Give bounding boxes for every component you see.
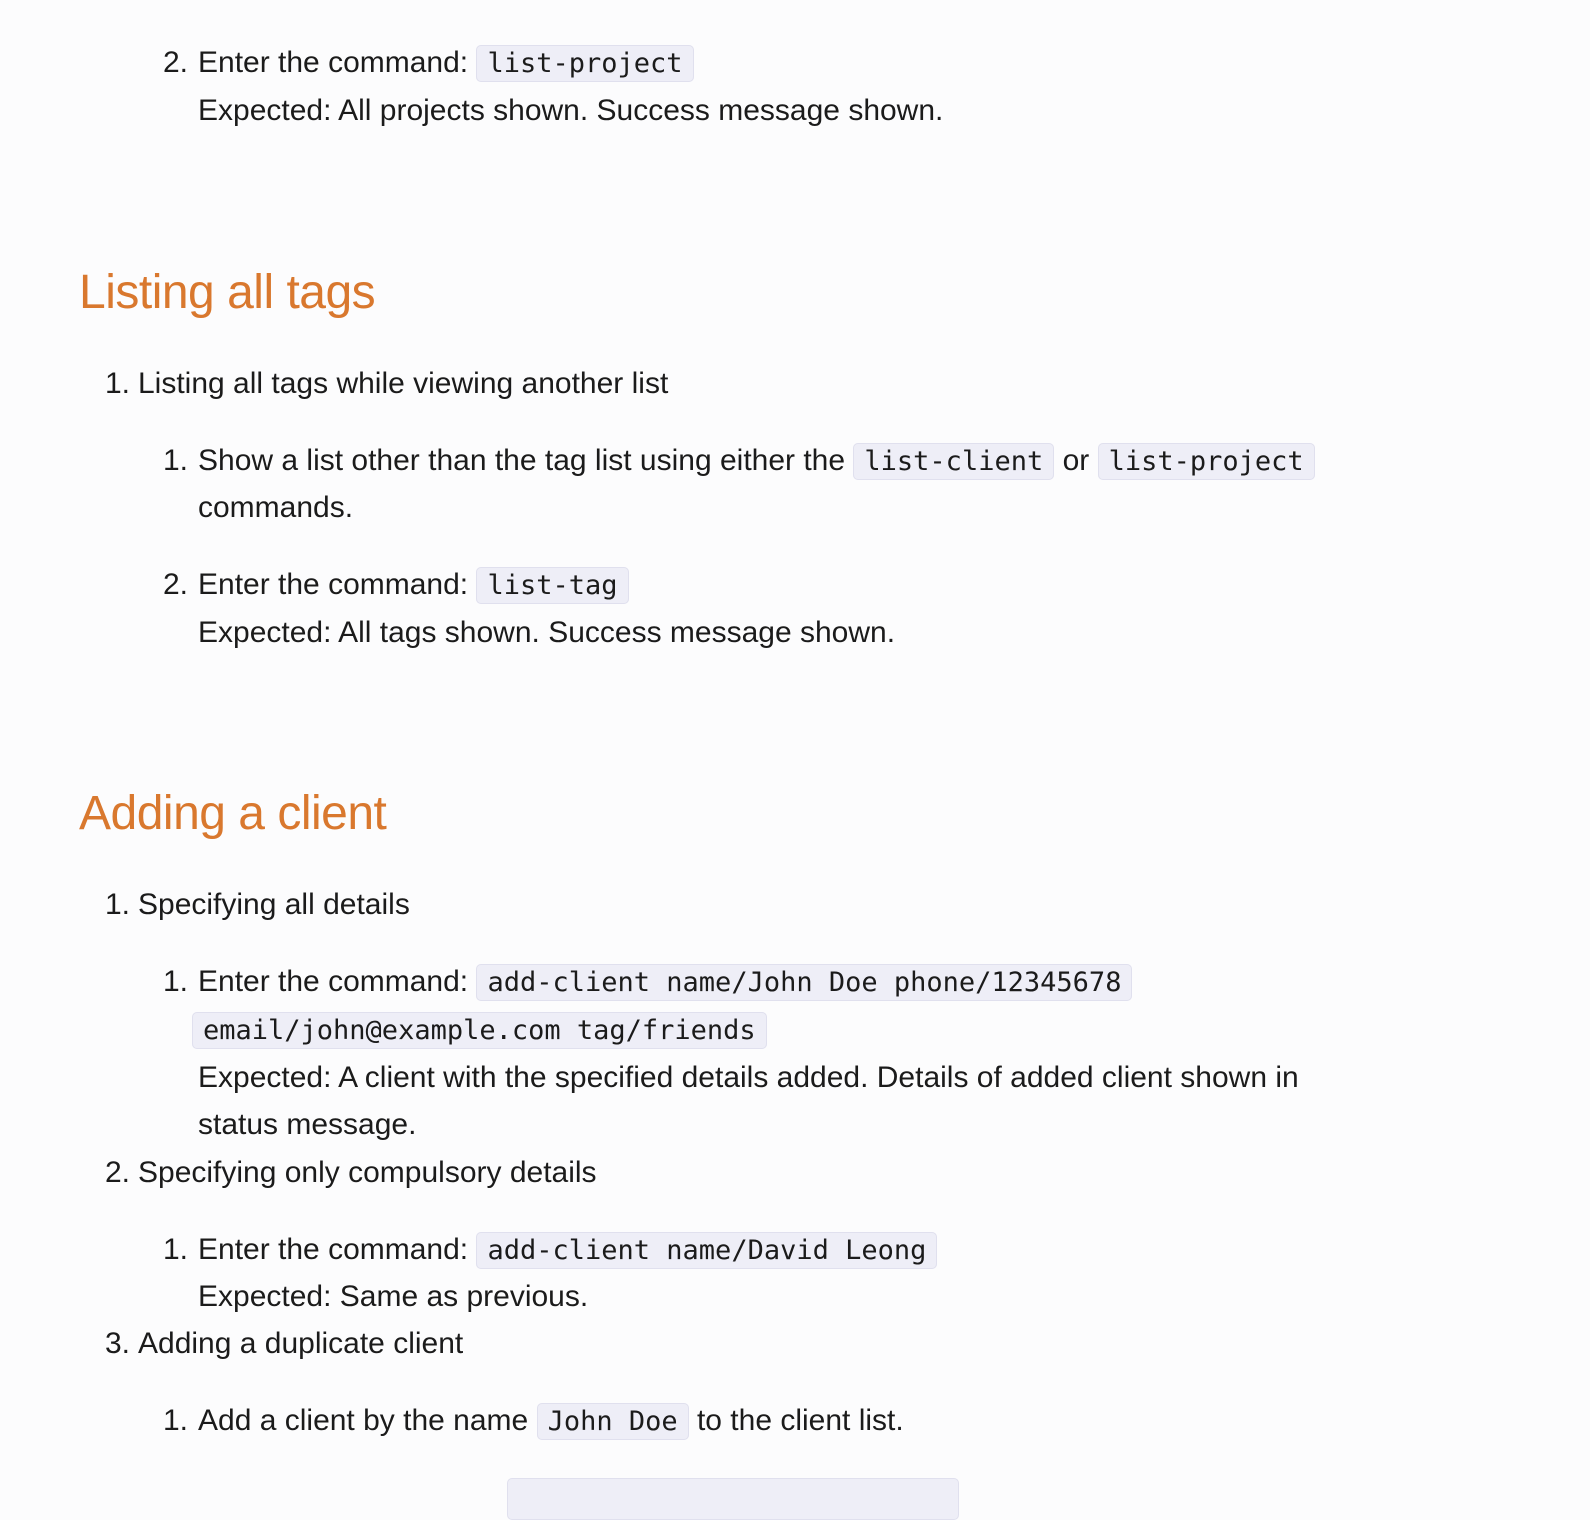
step-number: 1. <box>162 1404 188 1437</box>
list-item-text: Specifying only compulsory details <box>138 1156 597 1189</box>
step-text: Show a list other than the tag list usin… <box>198 441 1315 482</box>
step-number: 1. <box>162 965 188 998</box>
step-label: Enter the command: <box>198 568 469 601</box>
step-text: Enter the command: add-client name/John … <box>198 962 1133 1003</box>
expected-text: Expected: All projects shown. Success me… <box>198 94 944 127</box>
list-number: 3. <box>104 1327 130 1360</box>
step-number: 2. <box>162 46 188 79</box>
code-john-doe: John Doe <box>536 1403 689 1440</box>
list-number: 2. <box>104 1156 130 1189</box>
expected-text: Expected: A client with the specified de… <box>198 1061 1299 1094</box>
list-number: 1. <box>104 888 130 921</box>
step-text: Enter the command: list-project <box>198 43 694 84</box>
list-item-text: Specifying all details <box>138 888 410 921</box>
expected-text-continued: status message. <box>198 1108 417 1141</box>
expected-text: Expected: All tags shown. Success messag… <box>198 616 896 649</box>
section-heading-adding-client: Adding a client <box>79 787 387 840</box>
code-add-client-david: add-client name/David Leong <box>476 1232 938 1269</box>
code-list-project: list-project <box>1097 443 1315 480</box>
list-item-text: Listing all tags while viewing another l… <box>138 367 669 400</box>
step-label-end: to the client list. <box>696 1404 904 1437</box>
step-number: 1. <box>162 1233 188 1266</box>
code-list-tag: list-tag <box>476 567 629 604</box>
step-number: 1. <box>162 444 188 477</box>
code-list-client: list-client <box>853 443 1055 480</box>
step-text: Enter the command: list-tag <box>198 565 629 606</box>
code-block-cutoff <box>507 1478 959 1520</box>
step-label: Enter the command: <box>198 46 469 79</box>
step-connector: or <box>1062 444 1090 477</box>
step-label: Enter the command: <box>198 1233 469 1266</box>
expected-text: Expected: Same as previous. <box>198 1280 589 1313</box>
section-heading-listing-tags: Listing all tags <box>79 266 376 319</box>
list-number: 1. <box>104 367 130 400</box>
step-text: Add a client by the name John Doe to the… <box>198 1401 904 1442</box>
step-label: Show a list other than the tag list usin… <box>198 444 846 477</box>
code-add-client-line2: email/john@example.com tag/friends <box>192 1012 767 1049</box>
step-label: Add a client by the name <box>198 1404 529 1437</box>
step-label: Enter the command: <box>198 965 469 998</box>
list-item-text: Adding a duplicate client <box>138 1327 464 1360</box>
step-text-continued: commands. <box>198 491 354 524</box>
step-number: 2. <box>162 568 188 601</box>
step-text: Enter the command: add-client name/David… <box>198 1230 938 1271</box>
code-list-project: list-project <box>476 45 694 82</box>
code-add-client-line1: add-client name/John Doe phone/12345678 <box>476 964 1133 1001</box>
step-code-continued: email/john@example.com tag/friends <box>192 1010 767 1051</box>
